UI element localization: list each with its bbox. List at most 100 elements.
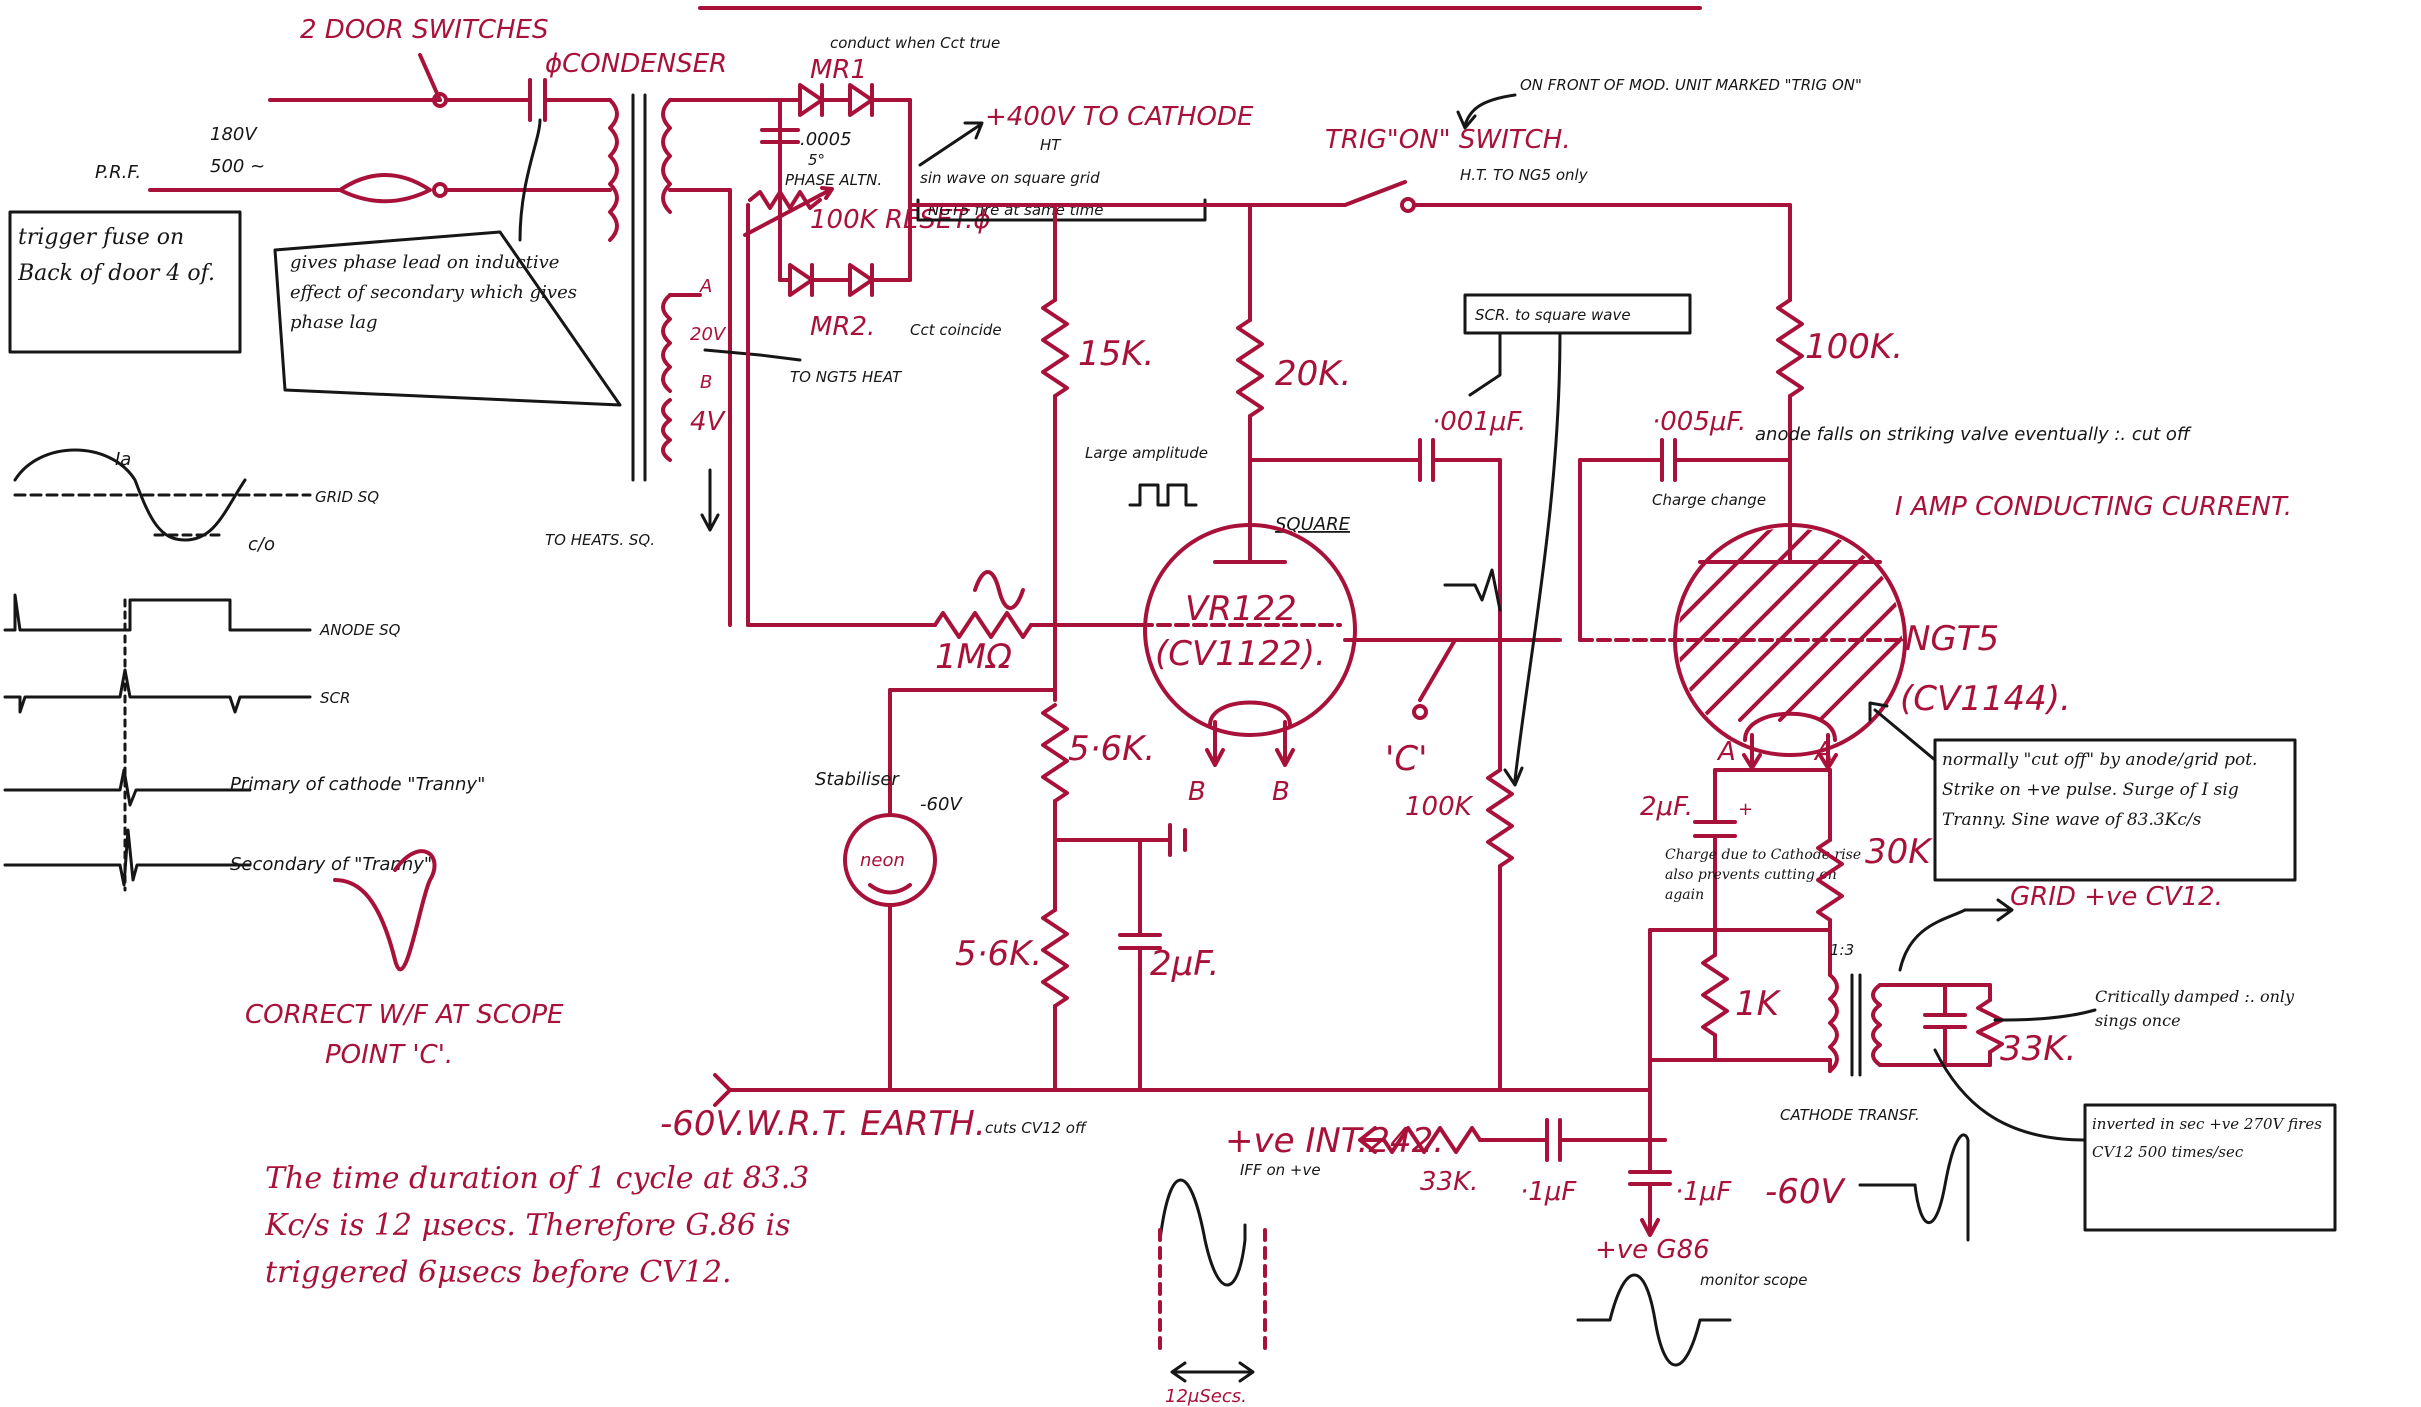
- resistor-1k-label: 1K: [1735, 984, 1782, 1024]
- ratio-label: 1:3: [1830, 941, 1854, 959]
- resistor-1m-label: 1MΩ: [935, 637, 1012, 677]
- ngt5-label: NGT5: [1905, 619, 1999, 659]
- resistor-100k-top: [1776, 298, 1804, 398]
- scr-label: SCR: [320, 689, 350, 707]
- vr122-cathode: [1208, 700, 1292, 727]
- diode-network: MR1 conduct when Cct true .0005 5° PHASE…: [743, 34, 1254, 342]
- anode-sq-waveform: [3, 593, 312, 632]
- large-amplitude-note: Large amplitude: [1085, 444, 1208, 462]
- ia-label: Ia: [115, 449, 131, 470]
- cv1144-label: (CV1144).: [1900, 679, 2071, 719]
- phase-alt-label: PHASE ALTN.: [785, 171, 882, 189]
- amp-conducting-label: I AMP CONDUCTING CURRENT.: [1895, 492, 2292, 522]
- mr2-note: Cct coincide: [910, 321, 1002, 339]
- correct-wf-label-1: CORRECT W/F AT SCOPE: [245, 1000, 564, 1030]
- cutoff-note: normally "cut off" by anode/grid pot. St…: [1942, 750, 2258, 830]
- cap-1uf-b-label: ·1μF: [1675, 1177, 1732, 1207]
- resistor-100k-c-label: 100K: [1405, 792, 1474, 822]
- ngt5-heater-a1: A: [1716, 737, 1736, 767]
- resistor-5-6k-b-label: 5·6K.: [955, 934, 1042, 974]
- resistor-15k: [1041, 298, 1069, 398]
- square-wave-glyph: [1128, 483, 1198, 507]
- resistor-15k-label: 15K.: [1078, 334, 1154, 374]
- cap-2uf-a-label: 2μF.: [1150, 944, 1219, 984]
- mr1-note: conduct when Cct true: [830, 34, 1000, 52]
- resistor-33k-bottom-label: 33K.: [1420, 1167, 1478, 1197]
- phase-note-box: gives phase lead on inductive effect of …: [273, 118, 622, 407]
- scr-note: SCR. to square wave: [1475, 306, 1631, 324]
- scr-waveform: [3, 668, 312, 714]
- v20-label: 20V: [690, 324, 727, 345]
- resistor-20k: [1236, 318, 1264, 418]
- cuts-cv12-note: cuts CV12 off: [985, 1119, 1088, 1137]
- tap-b-label: B: [700, 372, 712, 393]
- time-duration-note: The time duration of 1 cycle at 83.3 Kc/…: [265, 1161, 810, 1290]
- inverted-note: inverted in sec +ve 270V fires CV12 500 …: [2092, 1115, 2322, 1161]
- door-switch-section: 2 DOOR SWITCHES 180V 500 ~ P.R.F. ϕCONDE…: [95, 15, 727, 204]
- neon-stabiliser: neon Stabiliser -60V: [815, 769, 963, 1092]
- g86-label: +ve G86: [1595, 1235, 1710, 1265]
- grid-input-branch: 1MΩ: [746, 203, 1142, 817]
- cap-1uf-a-label: ·1μF: [1520, 1177, 1577, 1207]
- v4-label: 4V: [690, 407, 727, 437]
- ia-waveform: [13, 448, 247, 542]
- primary-label: Primary of cathode "Tranny": [230, 774, 485, 795]
- condenser-label: ϕCONDENSER: [545, 49, 727, 79]
- point-c-label: 'C': [1385, 739, 1427, 779]
- ht-label: HT: [1040, 136, 1062, 154]
- cycle-waveform: 12μSecs.: [1158, 1178, 1267, 1407]
- primary-waveform: [3, 768, 252, 807]
- prf-label: P.R.F.: [95, 162, 141, 183]
- cathode-transformer-primary: [1828, 973, 1839, 1073]
- trig-on-label: TRIG"ON" SWITCH.: [1325, 125, 1571, 155]
- v180-label: 180V: [210, 124, 258, 145]
- minus60-waveform: [1913, 1133, 1970, 1242]
- mr2-label: MR2.: [810, 312, 875, 342]
- cathode-trans-label: CATHODE TRANSF.: [1780, 1106, 1920, 1124]
- fuse-note-text: trigger fuse on Back of door 4 of.: [18, 225, 215, 286]
- sine-symbol: [973, 570, 1025, 610]
- to-ngt5-heat-label: TO NGT5 HEAT: [790, 368, 903, 386]
- mr2-diode-b: [848, 263, 874, 297]
- valve-vr122: 20K. Large amplitude SQUARE VR122 (CV112…: [1085, 203, 1422, 807]
- correct-wf-sketch: [333, 849, 437, 972]
- resistor-30k: [1816, 838, 1844, 922]
- mr1-label: MR1: [810, 55, 867, 85]
- sine-note: sin wave on square grid: [920, 169, 1100, 187]
- mr1-diode-a: [798, 83, 824, 117]
- g86-waveform: [1576, 1273, 1732, 1367]
- minus60-label: -60V: [1765, 1172, 1847, 1212]
- resistor-5-6k-a-label: 5·6K.: [1068, 729, 1155, 769]
- cv1122-label: (CV1122).: [1155, 634, 1326, 674]
- tap-a-label: A: [699, 276, 712, 297]
- door-switches-label: 2 DOOR SWITCHES: [300, 15, 549, 45]
- cathode-network: + 2μF. Charge due to Cathode rise also p…: [1640, 768, 2337, 1232]
- resistor-5-6k-a: [1041, 703, 1069, 803]
- charge-due-note: Charge due to Cathode rise also prevents…: [1665, 847, 1862, 903]
- vr122-heater-b2: B: [1272, 777, 1290, 807]
- waveform-sketches: Ia GRID SQ c/o ANODE SQ SCR Primary of c…: [3, 448, 564, 1070]
- stabiliser-voltage-label: -60V: [920, 794, 963, 815]
- cap-001-label: ·001μF.: [1432, 407, 1526, 437]
- int242-label: +ve INT.242.: [1225, 1121, 1444, 1161]
- mr2-diode-a: [788, 263, 814, 297]
- resistor-100k-c: [1486, 768, 1514, 868]
- resistor-1m: [933, 611, 1033, 639]
- grid-cv12-label: GRID +ve CV12.: [2010, 882, 2223, 912]
- minus60-earth-label: -60V.W.R.T. EARTH.: [660, 1104, 986, 1144]
- spike-glyph: [1443, 568, 1502, 612]
- resistor-30k-label: 30K: [1865, 832, 1933, 872]
- resistor-1k: [1701, 953, 1729, 1037]
- anode-sq-label: ANODE SQ: [319, 621, 401, 639]
- critically-damped-note: Critically damped :. only sings once: [2095, 987, 2295, 1030]
- vr122-heater-b1: B: [1188, 777, 1206, 807]
- cathode-transformer-secondary: [1871, 983, 1882, 1067]
- cap-2uf-b-label: 2μF.: [1640, 792, 1693, 822]
- bottom-rail: -60V.W.R.T. EARTH. cuts CV12 off +ve INT…: [660, 1058, 1970, 1367]
- resistor-100k-top-label: 100K.: [1805, 327, 1903, 367]
- trig-on-switch: [1343, 180, 1407, 207]
- reset-pot: [748, 190, 822, 210]
- ngt5-gas-hatching: [1678, 528, 1902, 722]
- resistor-20k-label: 20K.: [1275, 354, 1351, 394]
